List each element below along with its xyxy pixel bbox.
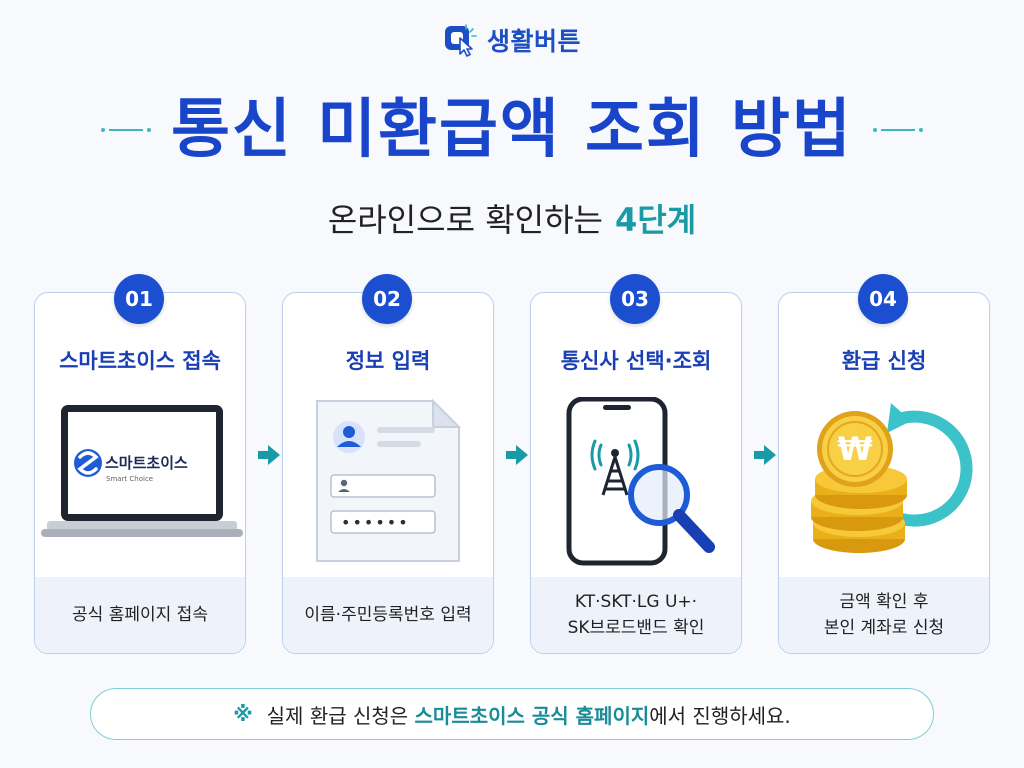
screen-brand-text: 스마트초이스	[105, 454, 188, 472]
step-card-3: 통신사 선택·조회 KT·SKT·LG U+· SK브로드밴드 확인	[530, 292, 742, 654]
step-card-2: 정보 입력 •••••• 이름·주민등록번호 입력	[282, 292, 494, 654]
step-3-title: 통신사 선택·조회	[560, 349, 712, 373]
notice-text-after: 에서 진행하세요.	[649, 703, 791, 728]
step-2-desc-line1: 이름·주민등록번호 입력	[304, 605, 472, 625]
step-card-1: 스마트초이스 접속 스마트초이스 Smart Choice 공식 홈페이지 접속	[34, 292, 246, 654]
step-4-title: 환급 신청	[841, 349, 927, 373]
phone-search-icon	[531, 396, 741, 567]
title-decoration-right	[872, 128, 923, 132]
step-1-badge: 01	[114, 274, 164, 324]
notice-mark: ※	[233, 702, 253, 726]
step-3-description: KT·SKT·LG U+· SK브로드밴드 확인	[531, 577, 741, 653]
step-2-title: 정보 입력	[345, 349, 431, 373]
step-4-description: 금액 확인 후 본인 계좌로 신청	[779, 577, 989, 653]
click-cursor-logo-icon	[443, 23, 477, 57]
step-1-title: 스마트초이스 접속	[59, 349, 221, 373]
step-3-desc-line2: SK브로드밴드 확인	[567, 618, 705, 638]
notice-text-strong: 스마트초이스 공식 홈페이지	[414, 703, 650, 728]
step-1-description: 공식 홈페이지 접속	[35, 577, 245, 653]
subtitle-text: 온라인으로 확인하는	[327, 201, 603, 239]
step-4-desc-line1: 금액 확인 후	[839, 592, 929, 612]
brand-header: 생활버튼	[0, 22, 1024, 58]
subtitle-highlight: 4단계	[614, 201, 697, 239]
page-title: 통신 미환급액 조회 방법	[171, 93, 853, 167]
notice-text-before: 실제 환급 신청은	[266, 703, 409, 728]
step-3-desc-line1: KT·SKT·LG U+·	[574, 592, 698, 612]
brand-name: 생활버튼	[486, 27, 581, 56]
page-subtitle: 온라인으로 확인하는 4단계	[0, 198, 1024, 242]
title-decoration-left	[101, 128, 152, 132]
won-coins-icon: ₩	[779, 397, 989, 567]
arrow-right-icon	[752, 442, 778, 468]
screen-brand-subtext: Smart Choice	[106, 475, 153, 483]
step-card-4: 환급 신청 ₩ 금액 확인 후 본인 계	[778, 292, 990, 654]
won-symbol: ₩	[837, 430, 872, 468]
arrow-right-icon	[504, 442, 530, 468]
step-3-badge: 03	[610, 274, 660, 324]
step-1-desc-line1: 공식 홈페이지 접속	[72, 605, 208, 625]
step-4-badge: 04	[858, 274, 908, 324]
arrow-right-icon	[256, 442, 282, 468]
title-row: 통신 미환급액 조회 방법	[0, 88, 1024, 172]
form-document-icon: ••••••	[283, 397, 493, 567]
laptop-icon: 스마트초이스 Smart Choice	[35, 397, 245, 567]
step-2-badge: 02	[362, 274, 412, 324]
step-4-desc-line2: 본인 계좌로 신청	[823, 618, 945, 638]
step-2-description: 이름·주민등록번호 입력	[283, 577, 493, 653]
password-mask: ••••••	[341, 513, 410, 532]
